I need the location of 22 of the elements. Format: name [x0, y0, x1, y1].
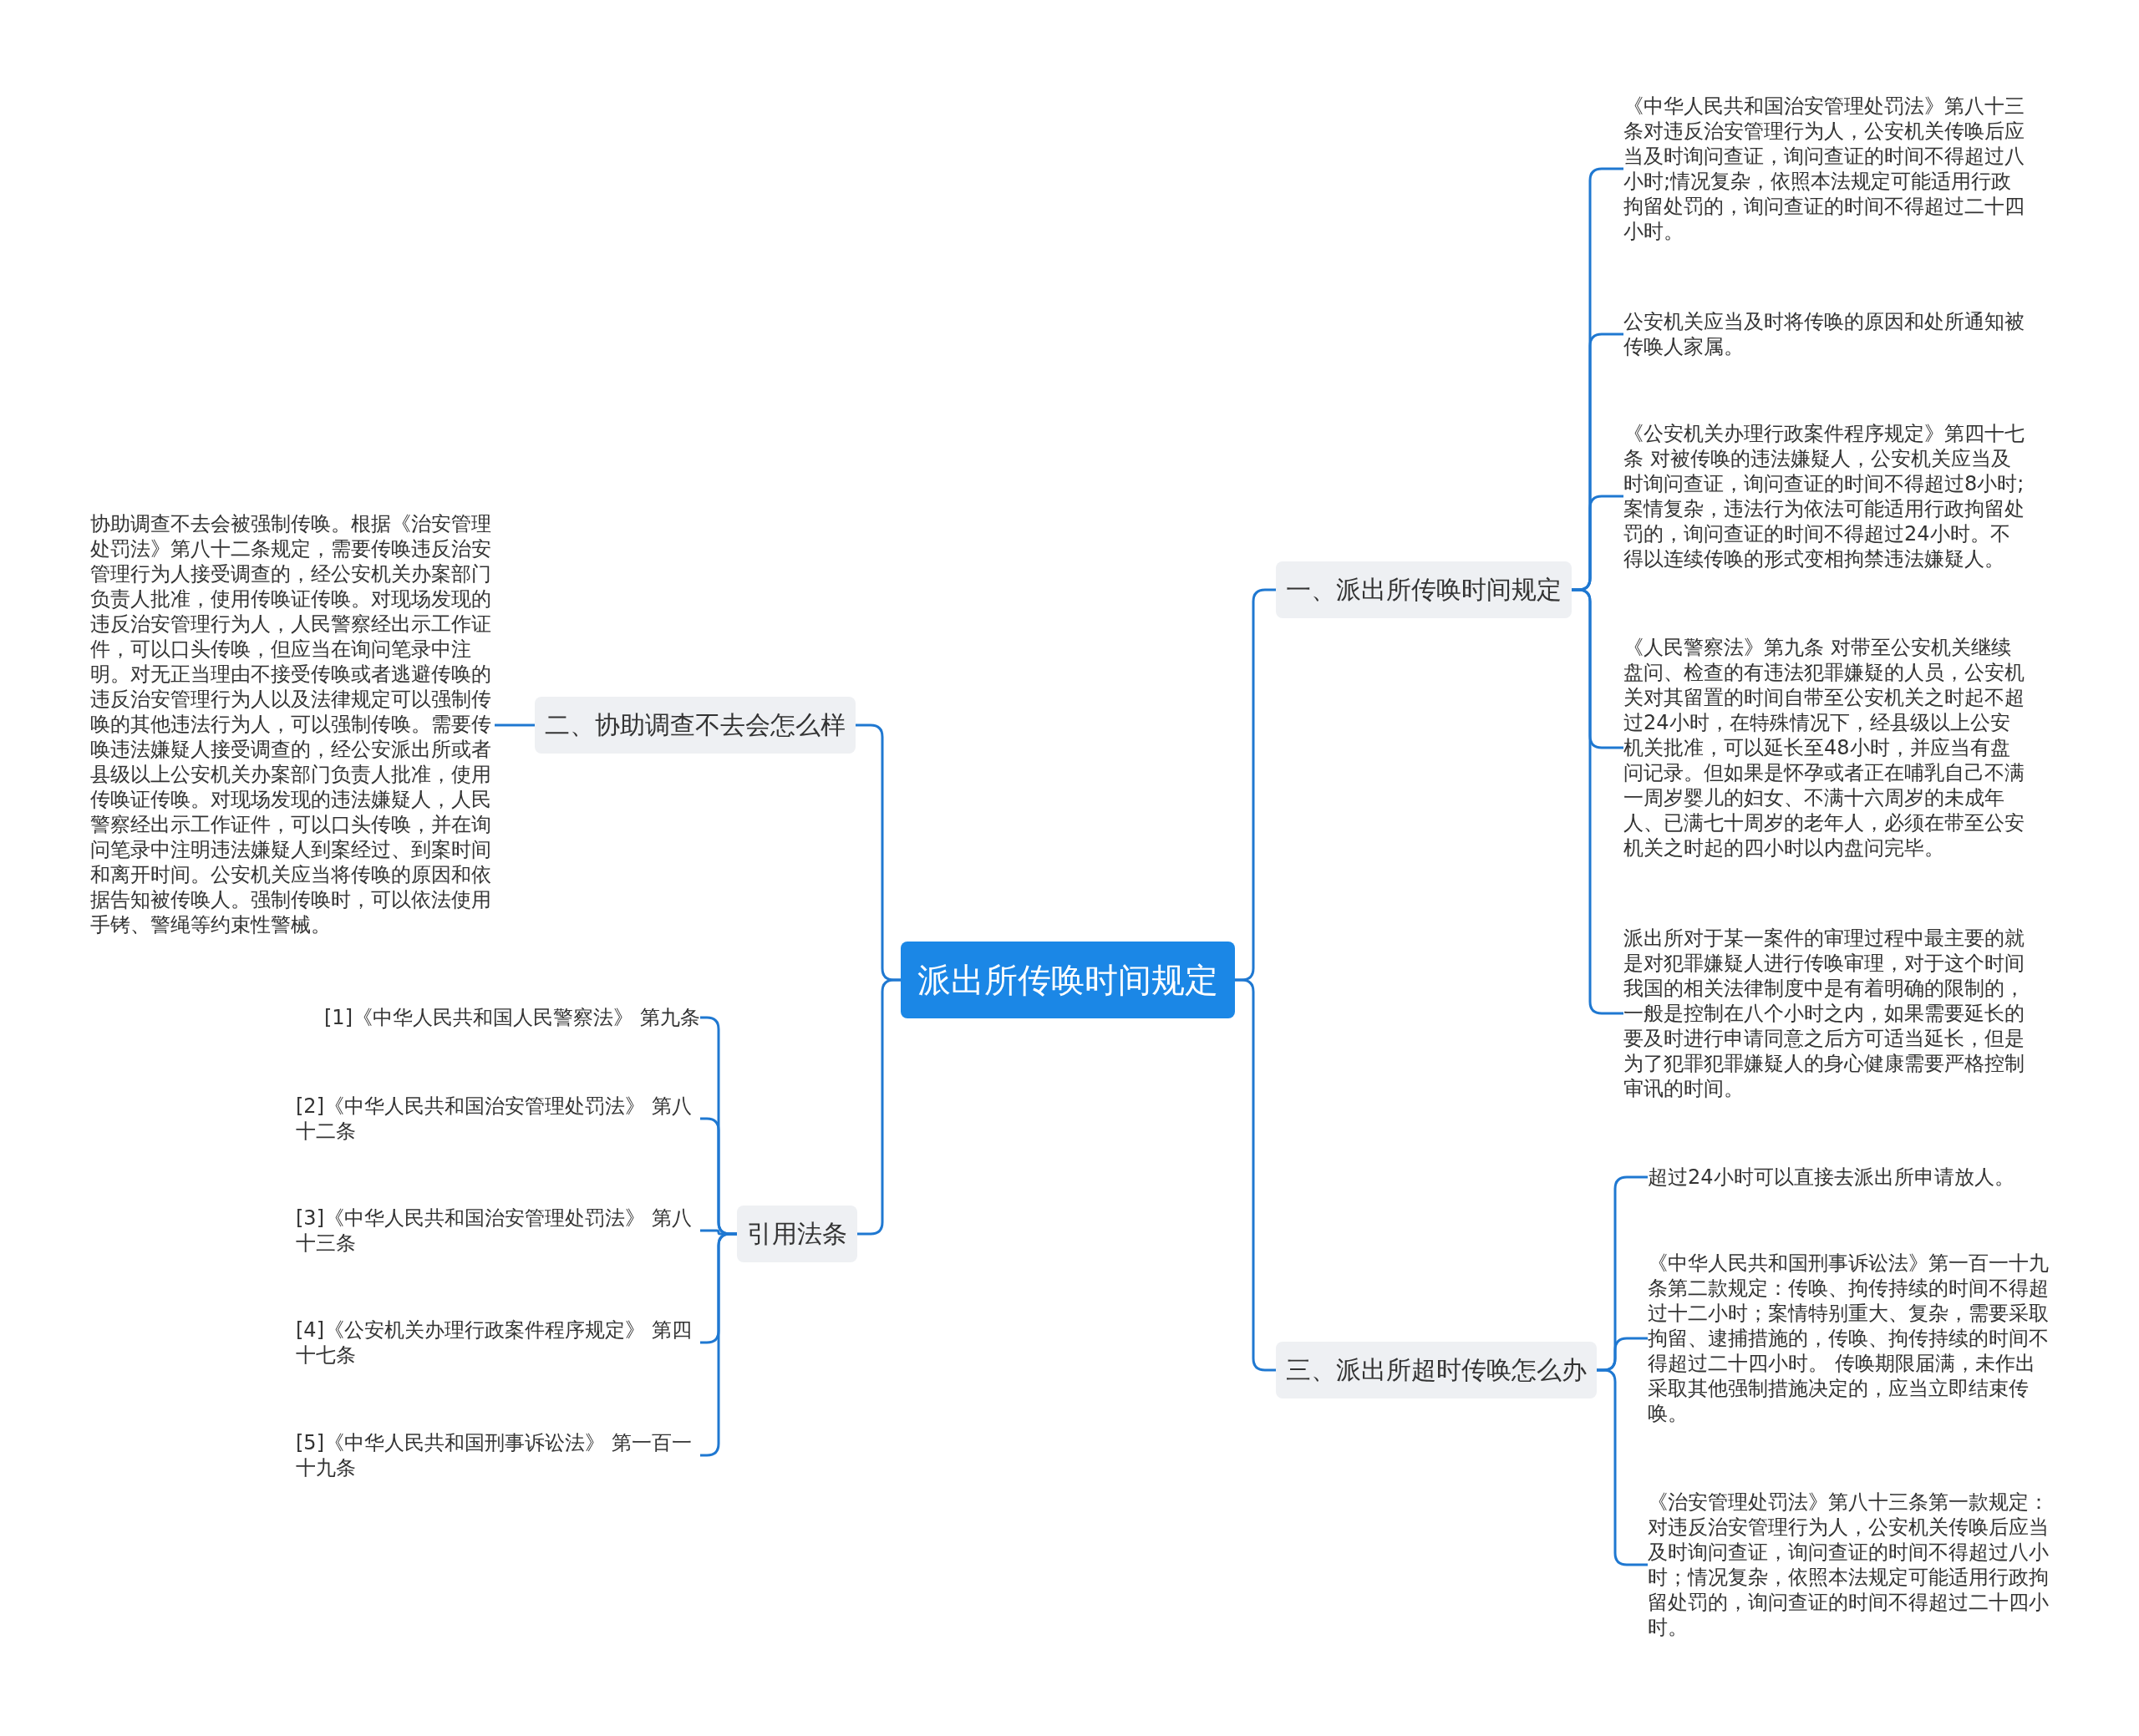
note-text: 《中华人民共和国刑事诉讼法》第一百一十九条第二款规定：传唤、拘传持续的时间不得超过十二小时；案情特别重大、复杂，需要采取拘留、逮捕措施的，传唤、拘传持续的时间不得超过二十四小时。 传唤期限届满，未作出采取其他强制措施决定的，应当立即结束传唤。 [1648, 1251, 2052, 1426]
reference-text: [4]《公安机关办理行政案件程序规定》 第四十七条 [296, 1317, 700, 1368]
reference-text: [2]《中华人民共和国治安管理处罚法》 第八十二条 [296, 1094, 700, 1144]
note-text: 协助调查不去会被强制传唤。根据《治安管理处罚法》第八十二条规定，需要传唤违反治安管理行为人接受调查的，经公安机关办案部门负责人批准，使用传唤证传唤。对现场发现的违反治安管理行为人，人民警察经出示工作证件，可以口头传唤，但应当在询问笔录中注明。对无正当理由不接受传唤或者逃避传唤的违反治安管理行为人以及法律规定可以强制传唤的其他违法行为人，可以强制传唤。需要传唤违法嫌疑人接受调查的，经公安派出所或者县级以上公安机关办案部门负责人批准，使用传唤证传唤。对现场发现的违法嫌疑人，人民警察经出示工作证件，可以口头传唤，并在询问笔录中注明违法嫌疑人到案经过、到案时间和离开时间。公安机关应当将传唤的原因和依据告知被传唤人。强制传唤时，可以依法使用手铐、警绳等约束性警械。 [90, 511, 495, 937]
reference-text: [1]《中华人民共和国人民警察法》 第九条 [324, 1005, 700, 1030]
connector-line [1572, 588, 1623, 1015]
connector-line [1597, 1368, 1648, 1566]
reference-text: [3]《中华人民共和国治安管理处罚法》 第八十三条 [296, 1206, 700, 1256]
connector-line [495, 723, 535, 727]
root-topic: 派出所传唤时间规定 [901, 942, 1235, 1018]
topic-box: 一、派出所传唤时间规定 [1276, 561, 1572, 618]
note-text: 超过24小时可以直接去派出所申请放人。 [1648, 1165, 2052, 1190]
reference-text: [5]《中华人民共和国刑事诉讼法》 第一百一十九条 [296, 1430, 700, 1480]
note-text: 派出所对于某一案件的审理过程中最主要的就是对犯罪嫌疑人进行传唤审理，对于这个时间我国的相关法律制度中是有着明确的限制的，一般是控制在八个小时之内，如果需要延长的要及时进行申请同意之后方可适当延长，但是为了犯罪犯罪嫌疑人的身心健康需要严格控制审讯的时间。 [1623, 926, 2028, 1101]
topic-box: 引用法条 [737, 1206, 857, 1262]
note-text: 《公安机关办理行政案件程序规定》第四十七条 对被传唤的违法嫌疑人，公安机关应当及时询问查证，询问查证的时间不得超过8小时;案情复杂，违法行为依法可能适用行政拘留处罚的，询问查证的时间不得超过24小时。不得以连续传唤的形式变相拘禁违法嫌疑人。 [1623, 421, 2028, 571]
note-text: 《中华人民共和国治安管理处罚法》第八十三条对违反治安管理行为人，公安机关传唤后应当及时询问查证，询问查证的时间不得超过八小时;情况复杂，依照本法规定可能适用行政拘留处罚的，询问查证的时间不得超过二十四小时。 [1623, 94, 2028, 244]
note-text: 公安机关应当及时将传唤的原因和处所通知被传唤人家属。 [1623, 309, 2028, 359]
note-text: 《人民警察法》第九条 对带至公安机关继续盘问、检查的有违法犯罪嫌疑的人员，公安机关对其留置的时间自带至公安机关之时起不超过24小时，在特殊情况下，经县级以上公安机关批准，可以延长至48小时，并应当有盘问记录。但如果是怀孕或者正在哺乳自己不满一周岁婴儿的妇女、不满十六周岁的未成年人、已满七十周岁的老年人，必须在带至公安机关之时起的四小时以内盘问完毕。 [1623, 635, 2028, 860]
note-text: 《治安管理处罚法》第八十三条第一款规定：对违反治安管理行为人，公安机关传唤后应当及时询问查证，询问查证的时间不得超过八小时；情况复杂，依照本法规定可能适用行政拘留处罚的，询问查证的时间不得超过二十四小时。 [1648, 1490, 2052, 1640]
topic-box: 二、协助调查不去会怎么样 [535, 697, 856, 754]
topic-box: 三、派出所超时传唤怎么办 [1276, 1342, 1597, 1398]
